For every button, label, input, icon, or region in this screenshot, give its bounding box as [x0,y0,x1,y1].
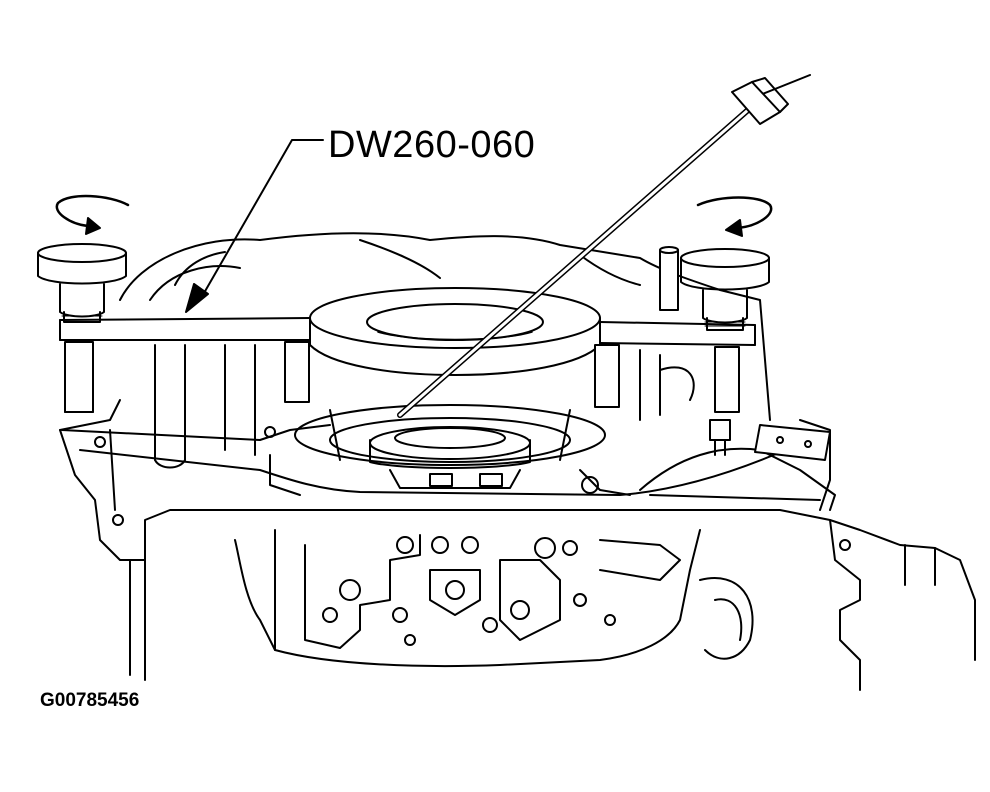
rotation-arrow-icon [698,198,771,237]
left-thumb-screw [38,244,126,322]
bridge-tool-bar [60,318,755,468]
tool-number-label: DW260-060 [328,124,536,166]
right-thumb-screw [660,247,769,330]
servo-cover [640,420,835,510]
valve-body [235,530,753,666]
pump-assembly [295,405,605,488]
thrust-washer [310,288,600,375]
dipstick-probe [400,75,810,415]
pump-deck [62,425,790,495]
transmission-case [60,400,975,690]
figure-id: G00785456 [40,690,140,711]
callout-arrow-icon [186,140,323,312]
rotation-arrow-icon [57,196,128,234]
